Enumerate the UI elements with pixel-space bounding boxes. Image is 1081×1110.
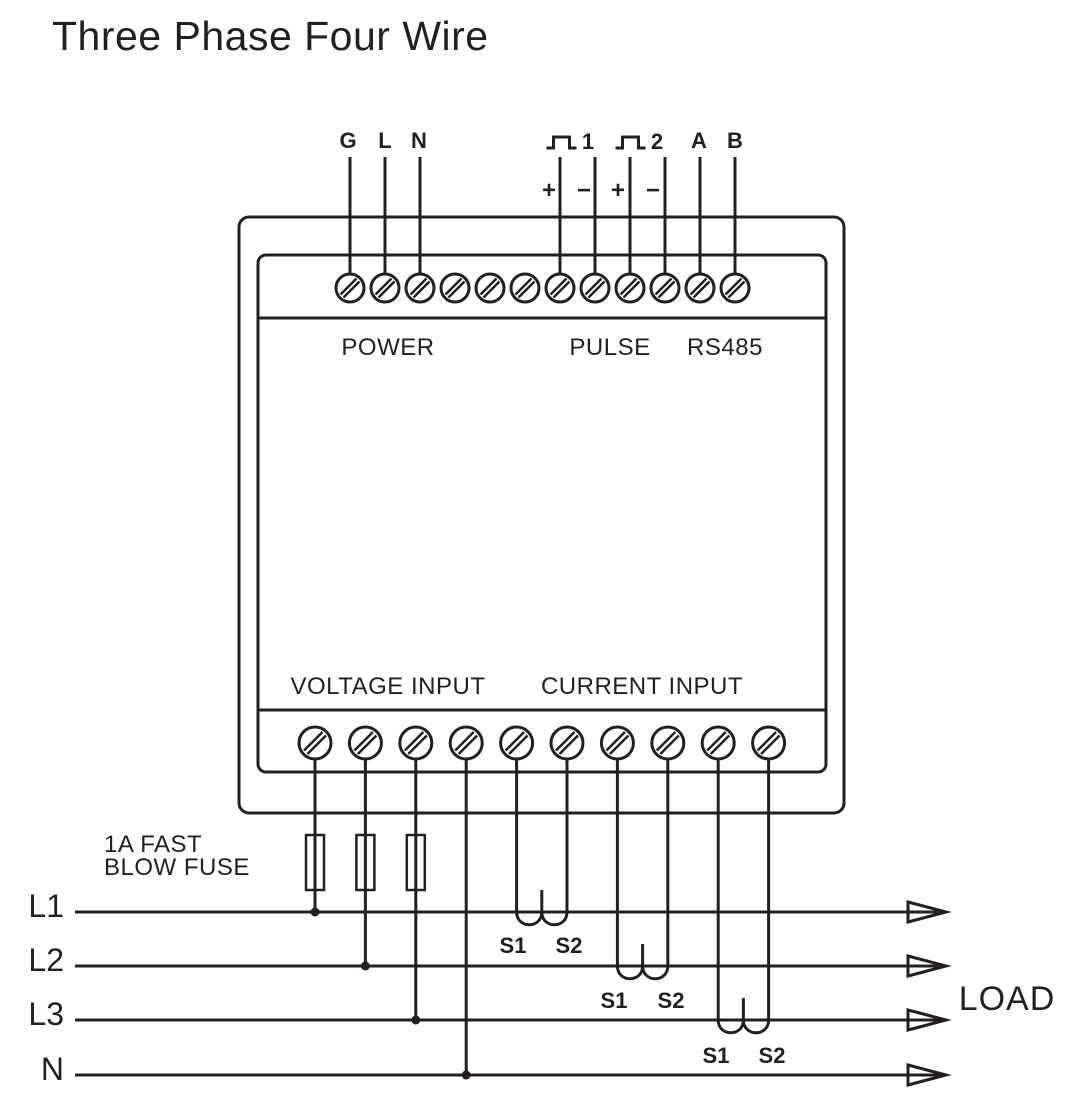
screw-terminal-icon xyxy=(499,725,535,761)
load-label: LOAD xyxy=(958,980,1056,1018)
terminal-label-neutral: N xyxy=(411,128,427,153)
ct1-s2-label: S2 xyxy=(555,933,583,958)
rs485-section-label: RS485 xyxy=(687,334,763,361)
junction-dots xyxy=(310,907,471,1080)
ct3-s2-label: S2 xyxy=(758,1043,786,1068)
pulse-waveform-icon xyxy=(546,135,577,150)
junction-dot xyxy=(411,1015,421,1025)
junction-dot xyxy=(310,907,320,917)
top-wires xyxy=(348,157,737,276)
screw-terminal-icon xyxy=(334,272,366,304)
ct2-s2-label: S2 xyxy=(657,988,685,1013)
arrow-icon xyxy=(906,954,952,978)
screw-terminal-icon xyxy=(751,725,787,761)
bottom-terminal-strip xyxy=(297,725,787,761)
screw-terminal-icon xyxy=(398,725,434,761)
arrow-icon xyxy=(906,900,952,924)
phase-label-n: N xyxy=(40,1051,64,1087)
screw-terminal-icon xyxy=(650,725,686,761)
phase-conductors xyxy=(75,900,952,1087)
phase-label-l2: L2 xyxy=(28,942,64,978)
fuse-symbols xyxy=(304,833,427,892)
pulse-waveform-icon xyxy=(615,135,646,150)
current-transformer-symbols xyxy=(515,890,771,1035)
ct1-s1-label: S1 xyxy=(499,933,527,958)
screw-terminal-icon xyxy=(509,272,541,304)
screw-terminal-icon xyxy=(448,725,484,761)
screw-terminal-icon xyxy=(684,272,716,304)
screw-terminal-icon xyxy=(579,272,611,304)
pulse1-minus-sign: − xyxy=(576,177,592,204)
screw-terminal-icon xyxy=(404,272,436,304)
meter-outer-case xyxy=(237,215,846,815)
terminal-label-rs485-a: A xyxy=(691,128,707,153)
pulse1-plus-sign: + xyxy=(541,177,557,204)
ct-icon xyxy=(615,944,670,981)
fuse-note-line1: 1A FAST xyxy=(104,831,203,858)
screw-terminal-icon xyxy=(719,272,751,304)
arrow-icon xyxy=(906,1008,952,1032)
phase-label-l3: L3 xyxy=(28,996,64,1032)
terminal-label-rs485-b: B xyxy=(727,128,743,153)
screw-terminal-icon xyxy=(544,272,576,304)
pulse-section-label: PULSE xyxy=(569,334,651,361)
ct2-s1-label: S1 xyxy=(600,988,628,1013)
screw-terminal-icon xyxy=(549,725,585,761)
voltage-input-label: VOLTAGE INPUT xyxy=(290,673,486,700)
power-section-label: POWER xyxy=(341,334,435,361)
ct-icon xyxy=(716,998,771,1035)
terminal-label-ground: G xyxy=(339,128,357,153)
screw-terminal-icon xyxy=(474,272,506,304)
screw-terminal-icon xyxy=(614,272,646,304)
top-terminal-strip xyxy=(334,272,751,304)
screw-terminal-icon xyxy=(649,272,681,304)
phase-label-l1: L1 xyxy=(28,888,64,924)
current-input-label: CURRENT INPUT xyxy=(540,673,744,700)
fuse-note-line2: BLOW FUSE xyxy=(104,854,250,881)
fuse-icon xyxy=(355,833,376,892)
fuse-icon xyxy=(405,833,427,892)
ct3-s1-label: S1 xyxy=(702,1043,730,1068)
ct-icon xyxy=(515,890,569,927)
page-title: Three Phase Four Wire xyxy=(52,13,489,59)
screw-terminal-icon xyxy=(599,725,635,761)
junction-dot xyxy=(461,1070,471,1080)
screw-terminal-icon xyxy=(700,725,736,761)
junction-dot xyxy=(360,961,370,971)
pulse-output-2-label: 2 xyxy=(650,129,664,154)
screw-terminal-icon xyxy=(347,725,383,761)
screw-terminal-icon xyxy=(297,725,333,761)
pulse2-minus-sign: − xyxy=(645,177,661,204)
screw-terminal-icon xyxy=(439,272,471,304)
fuse-icon xyxy=(304,833,326,892)
pulse2-plus-sign: + xyxy=(610,177,626,204)
fuse-note: 1A FAST BLOW FUSE xyxy=(104,831,250,881)
screw-terminal-icon xyxy=(369,272,401,304)
pulse-output-1-label: 1 xyxy=(581,129,595,154)
arrow-icon xyxy=(906,1063,952,1087)
terminal-label-line: L xyxy=(378,128,392,153)
